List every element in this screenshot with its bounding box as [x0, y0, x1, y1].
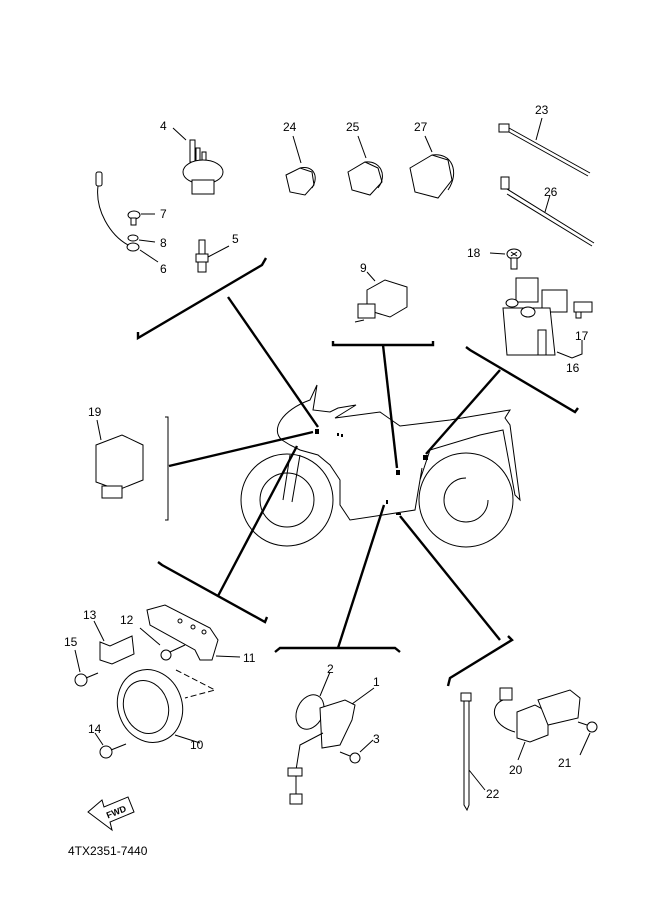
label-part-1: 1 [373, 675, 380, 689]
part-13-bracket-icon [93, 620, 135, 665]
label-part-13: 13 [83, 608, 97, 622]
label-part-18: 18 [467, 246, 481, 260]
label-part-27: 27 [414, 120, 428, 134]
label-part-10: 10 [190, 738, 204, 752]
label-part-14: 14 [88, 722, 102, 736]
part-16-starter-relay-icon [502, 277, 583, 359]
label-part-23: 23 [535, 103, 549, 117]
part-12-bolt-icon [139, 627, 186, 661]
label-part-4: 4 [160, 119, 167, 133]
label-part-5: 5 [232, 232, 239, 246]
part-4-switch-icon [172, 127, 224, 195]
label-part-25: 25 [346, 120, 360, 134]
part-20-sidestand-switch-icon [493, 687, 581, 761]
label-part-12: 12 [120, 613, 134, 627]
label-part-7: 7 [160, 207, 167, 221]
part-27-clamp-icon [409, 135, 454, 199]
part-7-screw-icon [127, 210, 155, 226]
part-1-sensor-icon [287, 687, 375, 805]
label-part-8: 8 [160, 236, 167, 250]
part-15-bolt-icon [74, 649, 99, 687]
part-11-bracket-icon [146, 604, 241, 661]
part-14-bolt-icon [94, 732, 127, 759]
part-24-clamp-icon [285, 135, 316, 196]
forward-arrow-icon [87, 796, 135, 832]
callout-lines [136, 257, 579, 687]
part-21-screw-icon [577, 721, 598, 756]
label-part-24: 24 [283, 120, 297, 134]
label-part-17: 17 [575, 329, 589, 343]
part-17-fuse-icon [573, 301, 593, 319]
part-8-washer-icon [127, 234, 156, 243]
diagram-code: 4TX2351-7440 [68, 844, 148, 858]
part-9-relay-icon [354, 271, 408, 323]
label-part-9: 9 [360, 261, 367, 275]
part-19-relay-icon [95, 419, 144, 499]
label-part-3: 3 [373, 732, 380, 746]
label-part-6: 6 [160, 262, 167, 276]
label-part-15: 15 [64, 635, 78, 649]
part-6-lead-icon [95, 171, 159, 263]
part-25-clamp-icon [347, 135, 383, 196]
label-part-19: 19 [88, 405, 102, 419]
part-5-sensor-icon [195, 239, 230, 273]
label-part-2: 2 [327, 662, 334, 676]
label-part-26: 26 [544, 185, 558, 199]
part-23-band-icon [498, 117, 591, 177]
label-part-20: 20 [509, 763, 523, 777]
part-26-band-icon [500, 176, 595, 247]
label-part-21: 21 [558, 756, 572, 770]
label-part-22: 22 [486, 787, 500, 801]
label-part-16: 16 [566, 361, 580, 375]
part-18-screw-icon [489, 248, 522, 270]
part-22-band-icon [460, 692, 486, 812]
motorcycle-outline [240, 384, 521, 548]
part-3-screw-icon [339, 739, 374, 764]
label-part-11: 11 [243, 651, 256, 665]
part-10-horn-icon [116, 669, 217, 744]
